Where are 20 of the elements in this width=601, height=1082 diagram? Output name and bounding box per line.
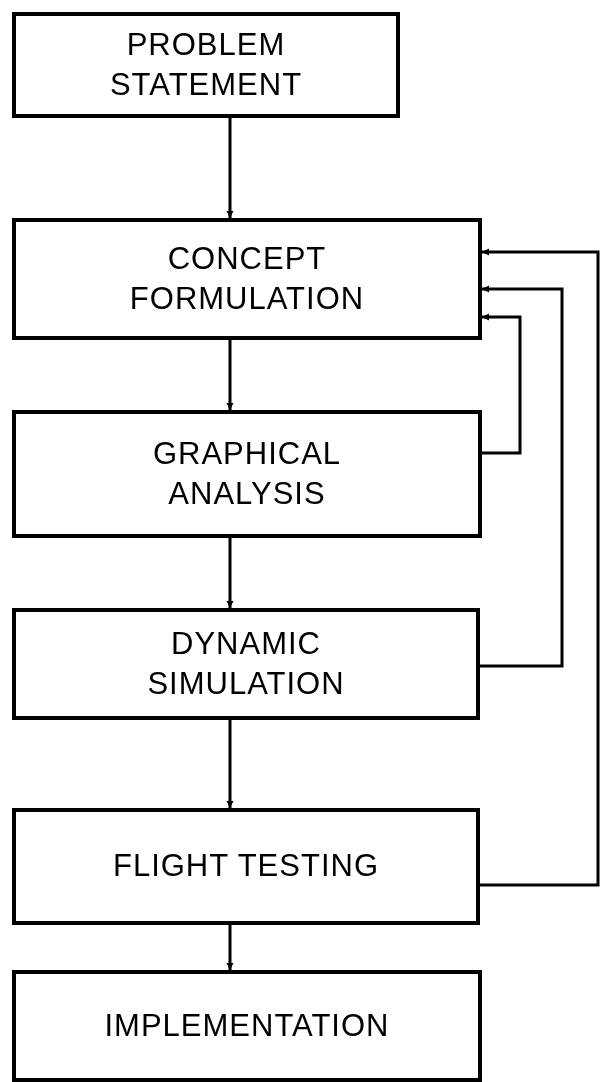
- arrow: [226, 340, 234, 410]
- process-box: [12, 970, 482, 1082]
- box-label: FLIGHT TESTING: [112, 847, 380, 886]
- box-label: IMPLEMENTATION: [104, 1006, 390, 1045]
- box-label: DYNAMIC SIMULATION: [146, 624, 346, 703]
- arrow: [482, 313, 522, 455]
- box-label: CONCEPT FORMULATION: [128, 239, 366, 318]
- box-label: GRAPHICAL ANALYSIS: [151, 434, 343, 513]
- box-label: PROBLEM STATEMENT: [108, 25, 304, 104]
- arrow: [480, 285, 564, 668]
- arrow: [226, 538, 234, 608]
- process-box: [12, 12, 400, 118]
- process-box: [12, 410, 482, 538]
- arrow: [480, 248, 600, 887]
- arrow: [226, 925, 234, 970]
- process-box: [12, 808, 480, 925]
- arrow: [226, 720, 234, 808]
- process-box: [12, 608, 480, 720]
- process-box: [12, 218, 482, 340]
- arrow: [226, 118, 234, 218]
